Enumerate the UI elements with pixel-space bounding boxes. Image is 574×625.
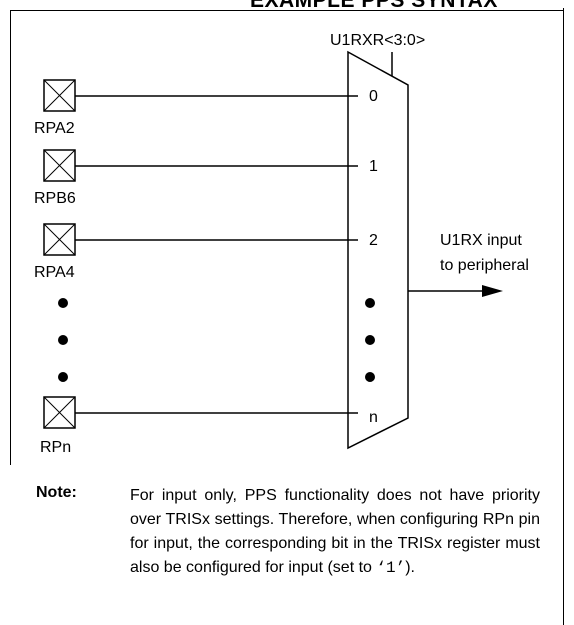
pin-label: RPB6	[34, 190, 76, 207]
output-label-line2: to peripheral	[440, 257, 529, 274]
figure-title: EXAMPLE PPS SYNTAX	[250, 0, 498, 12]
pin-rpa4: RPA4 2	[34, 223, 378, 281]
mux-input-label: n	[369, 409, 378, 426]
multiplexer: U1RXR<3:0> U1RX input to peripheral	[330, 32, 529, 450]
output-arrow-icon	[482, 285, 503, 297]
note-text-end: ).	[405, 559, 415, 576]
mux-input-label: 0	[369, 88, 378, 105]
note-value: ‘1’	[376, 559, 406, 577]
select-label: U1RXR<3:0>	[330, 32, 425, 49]
pin-rpa2: RPA2 0	[34, 79, 378, 137]
output-label-line1: U1RX input	[440, 232, 522, 249]
pin-rpb6: RPB6 1	[34, 149, 378, 207]
note-text: For input only, PPS functionality does n…	[130, 484, 540, 580]
pin-label: RPA4	[34, 264, 75, 281]
pin-rpn: RPn n	[40, 396, 378, 456]
note-label: Note:	[36, 484, 77, 501]
mux-input-label: 1	[369, 158, 378, 175]
mux-input-label: 2	[369, 232, 378, 249]
mux-body	[347, 50, 409, 450]
note-text-body: For input only, PPS functionality does n…	[130, 487, 540, 576]
left-ellipsis-dots	[58, 298, 68, 382]
pin-label: RPA2	[34, 120, 75, 137]
pin-label: RPn	[40, 439, 71, 456]
